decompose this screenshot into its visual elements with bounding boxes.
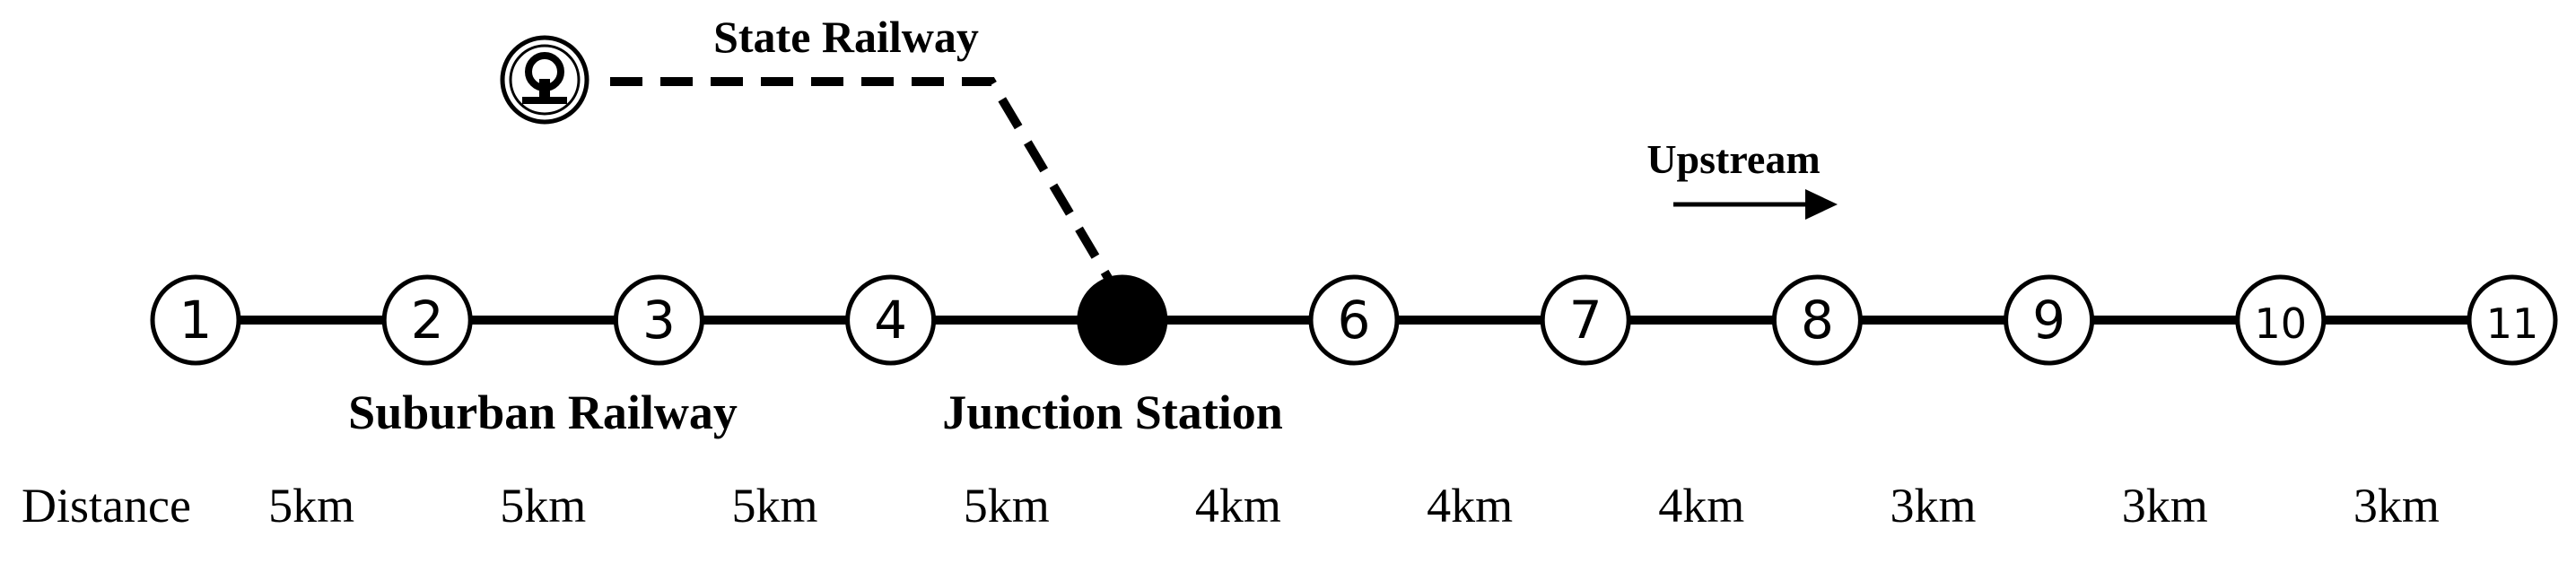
segment-distance: 4km	[1195, 479, 1281, 533]
segment-distance: 3km	[2353, 479, 2440, 533]
station-4: 4	[845, 274, 937, 366]
station-number: 8	[1801, 290, 1834, 351]
station-number: 6	[1338, 290, 1371, 351]
station-11: 11	[2467, 274, 2558, 366]
station-circle	[1771, 274, 1863, 366]
segment-distance: 3km	[1890, 479, 1976, 533]
state-railway-label: State Railway	[713, 12, 979, 62]
station-number: 3	[642, 290, 676, 351]
station-circle	[150, 274, 241, 366]
segment-distance: 5km	[964, 479, 1050, 533]
station-circle	[381, 274, 473, 366]
station-5: 5	[1077, 274, 1168, 366]
station-number: 2	[411, 290, 444, 351]
distance-label: Distance	[22, 479, 191, 533]
station-6: 6	[1308, 274, 1400, 366]
arrow-right-icon	[1673, 189, 1838, 220]
stations-group: 1 2 3 4 5 6 7 8 9 10 11	[150, 274, 2558, 366]
station-8: 8	[1771, 274, 1863, 366]
segment-distance: 3km	[2122, 479, 2208, 533]
station-circle	[1540, 274, 1631, 366]
segment-distance: 4km	[1427, 479, 1513, 533]
segment-distance: 5km	[731, 479, 817, 533]
station-number: 10	[2255, 299, 2308, 348]
junction-station-circle	[1077, 274, 1168, 366]
railway-logo-icon	[500, 35, 589, 125]
station-number: 7	[1569, 290, 1602, 351]
junction-station-label: Junction Station	[942, 385, 1283, 439]
segment-distance: 5km	[268, 479, 354, 533]
station-circle	[845, 274, 937, 366]
segment-distance: 5km	[500, 479, 586, 533]
state-railway-dashed-line	[610, 77, 1115, 285]
station-circle	[2467, 274, 2558, 366]
station-circle	[1308, 274, 1400, 366]
station-number: 11	[2486, 299, 2539, 348]
station-2: 2	[381, 274, 473, 366]
station-3: 3	[613, 274, 704, 366]
station-number: 5	[1105, 290, 1139, 351]
station-circle	[613, 274, 704, 366]
segment-distances-group: 5km 5km 5km 5km 4km 4km 4km 3km 3km 3km	[268, 479, 2440, 533]
station-10: 10	[2235, 274, 2327, 366]
station-1: 1	[150, 274, 241, 366]
station-7: 7	[1540, 274, 1631, 366]
segment-distance: 4km	[1658, 479, 1744, 533]
station-9: 9	[2004, 274, 2095, 366]
station-number: 9	[2032, 290, 2065, 351]
upstream-label: Upstream	[1646, 136, 1820, 182]
station-number: 4	[874, 290, 907, 351]
station-number: 1	[179, 290, 213, 351]
suburban-railway-label: Suburban Railway	[348, 385, 738, 439]
station-circle	[2235, 274, 2327, 366]
station-circle	[2004, 274, 2095, 366]
